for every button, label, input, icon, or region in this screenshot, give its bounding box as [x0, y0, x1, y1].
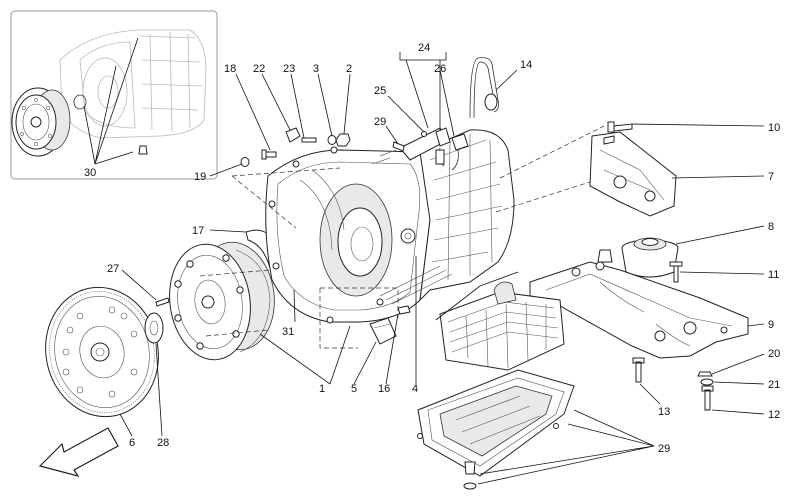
bolt-11 [669, 261, 683, 283]
callout-26: 26 [434, 63, 446, 75]
front-direction-arrow-icon [38, 427, 119, 477]
callout-29-bottom: 29 [658, 443, 670, 455]
callout-14: 14 [520, 59, 532, 71]
callout-27: 27 [107, 263, 119, 275]
bolt-13 [632, 357, 645, 383]
callout-30: 30 [84, 167, 96, 179]
callout-labels: 1 2 3 4 5 6 7 8 9 10 11 12 13 14 16 17 1… [107, 42, 780, 455]
flywheel [45, 286, 159, 418]
housing-top-bolt [392, 141, 405, 152]
callout-8: 8 [768, 221, 774, 233]
filter-5 [369, 317, 397, 345]
callout-19: 19 [194, 171, 206, 183]
washer-3 [327, 135, 337, 145]
bracket-22 [285, 127, 301, 143]
drain-plug-seal [463, 482, 477, 490]
inset-assembled-view: 30 [10, 10, 218, 180]
washer-20 [697, 371, 713, 377]
callout-12: 12 [768, 409, 780, 421]
washer-21 [700, 378, 714, 386]
callout-29-top: 29 [374, 116, 386, 128]
leader-lines [119, 52, 765, 485]
callout-4: 4 [412, 383, 418, 395]
callout-2: 2 [346, 63, 352, 75]
rubber-mount [621, 237, 679, 278]
callout-20: 20 [768, 348, 780, 360]
callout-23: 23 [283, 63, 295, 75]
inset-o-ring [73, 94, 87, 110]
screw-16 [397, 305, 411, 315]
callout-5: 5 [351, 383, 357, 395]
callout-31: 31 [282, 326, 294, 338]
callout-28: 28 [157, 437, 169, 449]
torque-converter-lugs [174, 254, 244, 350]
torque-converter [169, 241, 275, 361]
transmission-housing [265, 127, 515, 324]
callout-25: 25 [374, 85, 386, 97]
flywheel-bolt [155, 297, 170, 307]
valve-body-leader [435, 271, 519, 321]
valve-body [439, 281, 565, 371]
callout-16: 16 [378, 383, 390, 395]
sensor-connectors [421, 127, 469, 171]
callout-22: 22 [253, 63, 265, 75]
screw-23 [301, 137, 317, 143]
callout-1: 1 [319, 383, 325, 395]
bolt-10 [607, 121, 633, 133]
breather-tube [469, 57, 499, 119]
callout-11: 11 [768, 269, 779, 281]
transmission-mount-bracket [589, 131, 677, 217]
oil-pan [417, 369, 575, 477]
washer-19 [240, 157, 250, 167]
callout-13: 13 [658, 406, 670, 418]
drain-plug [464, 461, 476, 475]
inset-plug [138, 145, 148, 155]
nut-2 [335, 133, 351, 147]
callout-7: 7 [768, 171, 774, 183]
callout-24: 24 [418, 42, 430, 54]
callout-3: 3 [313, 63, 319, 75]
inset-torque-converter [11, 87, 71, 157]
callout-10: 10 [768, 122, 780, 134]
flywheel-adapter-plate [144, 312, 164, 344]
callout-18: 18 [224, 63, 236, 75]
bolt-12 [701, 385, 714, 411]
callout-17: 17 [192, 225, 204, 237]
breather-cap [484, 93, 498, 111]
inset-frame [10, 10, 218, 180]
bolt-18 [261, 149, 277, 160]
callout-21: 21 [768, 379, 780, 391]
callout-9: 9 [768, 319, 774, 331]
inset-transmission [59, 29, 207, 139]
callout-6: 6 [129, 437, 135, 449]
flywheel-holes [62, 306, 138, 398]
